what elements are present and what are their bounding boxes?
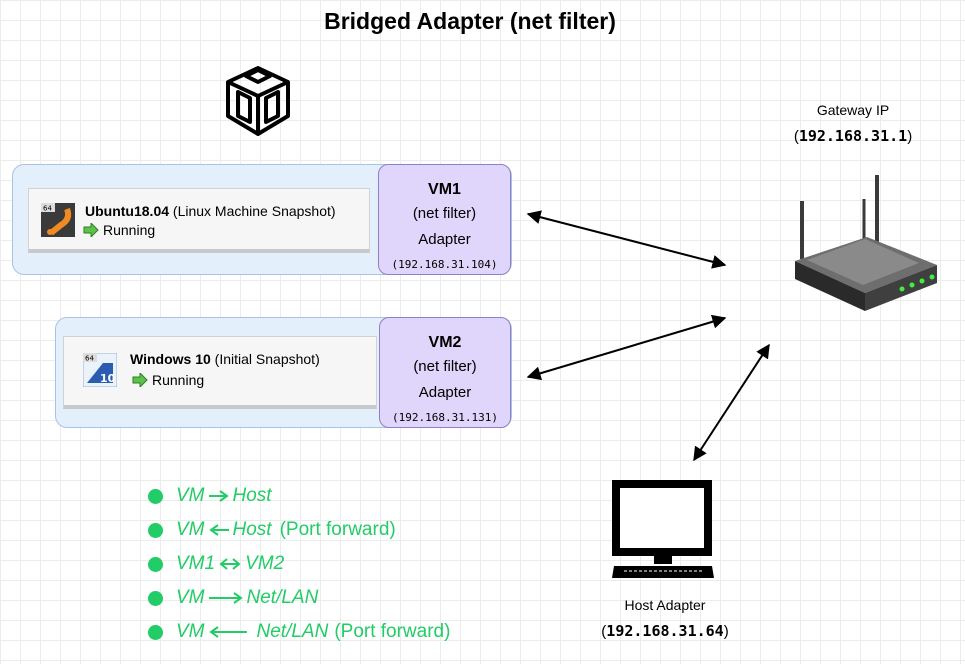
host-caption: Host Adapter (192.168.31.64) xyxy=(575,592,755,645)
host-ip-close: ) xyxy=(723,623,729,640)
vm1-title: Ubuntu18.04 (Linux Machine Snapshot) xyxy=(85,203,336,219)
windows-os-badge: 64 xyxy=(85,355,94,363)
running-arrow-icon xyxy=(83,223,99,237)
vm2-row[interactable]: 64 10 Windows 10 (Initial Snapshot) Runn… xyxy=(63,336,377,409)
legend-host-to-vm: VM Host (Port forward) xyxy=(148,519,396,541)
router-icon xyxy=(795,175,937,311)
vm1-status-label: Running xyxy=(103,222,156,238)
vm1-snapshot: (Linux Machine Snapshot) xyxy=(172,203,336,219)
vm2-gateway-arrow xyxy=(526,314,727,381)
host-ip: 192.168.31.64 xyxy=(606,622,724,640)
vm2-snapshot: (Initial Snapshot) xyxy=(214,351,320,367)
vm1-adapter: VM1 (net filter) Adapter (192.168.31.104… xyxy=(378,164,511,275)
windows-os-icon: 64 10 xyxy=(83,353,117,387)
vm2-title: Windows 10 (Initial Snapshot) xyxy=(130,351,320,367)
legend-from: VM xyxy=(176,485,205,506)
gateway-caption: Gateway IP (192.168.31.1) xyxy=(770,97,936,150)
legend-vm1-vm2: VM1 VM2 xyxy=(148,553,284,575)
legend-to: Host xyxy=(232,485,272,506)
long-right-arrow-icon xyxy=(208,592,243,604)
host-label: Host Adapter xyxy=(624,597,706,613)
vm2-adapter-type: (net filter) xyxy=(413,358,477,375)
ubuntu-os-icon: 64 xyxy=(41,203,75,237)
legend-to: VM2 xyxy=(245,553,285,574)
diagram-title: Bridged Adapter (net filter) xyxy=(324,8,616,34)
vm1-row[interactable]: 64 Ubuntu18.04 (Linux Machine Snapshot) … xyxy=(28,188,370,253)
legend-bullet xyxy=(148,522,163,538)
legend-note: (Port forward) xyxy=(279,519,396,540)
gateway-ip: 192.168.31.1 xyxy=(798,127,908,145)
legend-from: VM xyxy=(176,519,205,540)
legend-to: Host xyxy=(232,519,272,540)
legend-to: Net/LAN xyxy=(246,587,319,608)
legend-note: (Port forward) xyxy=(334,621,451,642)
vm2-adapter-label: Adapter xyxy=(418,384,472,401)
left-arrow-icon xyxy=(208,524,229,536)
vm2-name: Windows 10 xyxy=(130,351,211,367)
legend-vm-to-host: VM Host xyxy=(148,485,272,507)
monitor-icon xyxy=(612,480,714,578)
vm1-gateway-arrow xyxy=(526,210,727,269)
legend-bullet xyxy=(148,556,163,572)
vm1-adapter-label: Adapter xyxy=(418,231,471,248)
vm1-adapter-type: (net filter) xyxy=(412,205,477,222)
legend-bullet xyxy=(148,590,163,606)
bidirectional-arrow-icon xyxy=(219,558,241,570)
legend-bullet xyxy=(148,624,163,640)
vm2-adapter: VM2 (net filter) Adapter (192.168.31.131… xyxy=(379,317,511,428)
legend-lan-to-vm: VM Net/LAN (Port forward) xyxy=(148,621,450,643)
gateway-ip-close: ) xyxy=(907,128,913,145)
vm1-status: Running xyxy=(83,222,155,238)
gateway-ip-line: (192.168.31.1) xyxy=(770,123,936,150)
legend-vm-to-lan: VM Net/LAN xyxy=(148,587,318,609)
vm1-adapter-title: VM1 xyxy=(428,181,461,198)
vm2-status-label: Running xyxy=(152,372,205,388)
long-left-arrow-icon xyxy=(208,626,247,638)
legend-from: VM1 xyxy=(176,553,216,574)
running-arrow-icon xyxy=(132,373,148,387)
legend-bullet xyxy=(148,488,163,504)
vm1-name: Ubuntu18.04 xyxy=(85,203,170,219)
host-ip-line: (192.168.31.64) xyxy=(575,618,755,645)
legend-from: VM xyxy=(176,587,205,608)
legend-from: VM xyxy=(176,621,205,642)
gateway-ip-open: ( xyxy=(793,128,799,145)
vm2-adapter-ip: (192.168.31.131) xyxy=(392,411,498,424)
gateway-label: Gateway IP xyxy=(816,102,890,118)
legend-to: Net/LAN xyxy=(256,621,329,642)
host-ip-open: ( xyxy=(601,623,607,640)
host-gateway-arrow xyxy=(693,343,770,462)
vm2-status: Running xyxy=(132,372,204,388)
right-arrow-icon xyxy=(208,490,229,502)
windows-os-version: 10 xyxy=(100,372,116,385)
vm1-adapter-ip: (192.168.31.104) xyxy=(391,258,498,271)
virtualbox-logo-icon xyxy=(226,66,290,136)
ubuntu-os-badge: 64 xyxy=(43,205,52,213)
vm2-adapter-title: VM2 xyxy=(428,334,462,351)
